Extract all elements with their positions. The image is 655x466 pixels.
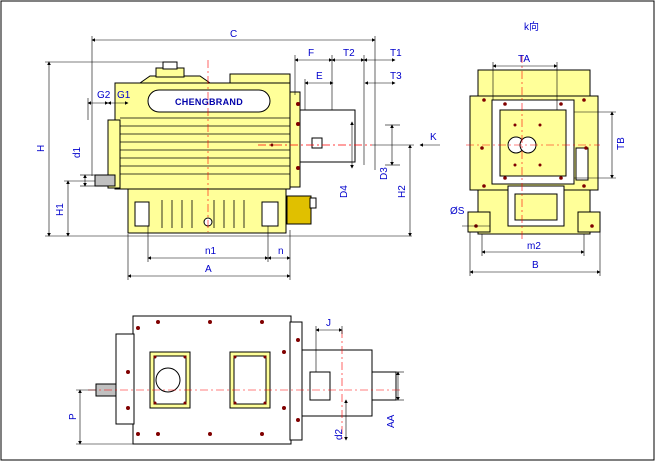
dim-AA: AA <box>386 414 397 428</box>
dim-T2: T2 <box>343 48 355 59</box>
dim-G1: G1 <box>117 90 131 101</box>
nameplate <box>147 89 271 113</box>
dim-G2: G2 <box>97 90 111 101</box>
dim-phiS: ØS <box>450 206 465 217</box>
dim-n1: n1 <box>205 246 217 257</box>
dim-E: E <box>316 71 323 82</box>
dim-H1: H1 <box>55 203 66 216</box>
dim-C: C <box>230 29 237 40</box>
front-dimensions <box>45 36 440 280</box>
side-view <box>466 55 601 240</box>
top-dimension-labels: J P d2 AA <box>68 318 397 440</box>
front-view: CHENGBRAND <box>94 60 372 234</box>
dim-H: H <box>36 145 47 152</box>
dim-D4: D4 <box>339 185 350 198</box>
dim-H2: H2 <box>397 185 408 198</box>
brand-text: CHENGBRAND <box>175 97 243 107</box>
dim-P: P <box>68 413 79 420</box>
dim-TB: TB <box>616 137 627 150</box>
dim-m2: m2 <box>527 241 541 252</box>
shaft <box>94 174 116 187</box>
dim-n: n <box>278 246 284 257</box>
dim-T1: T1 <box>390 48 402 59</box>
side-dimension-labels: k向 TA TB ØS m2 B <box>450 20 627 271</box>
dim-TA: TA <box>518 54 530 65</box>
dim-A: A <box>205 264 212 275</box>
dim-d2: d2 <box>334 428 345 440</box>
dim-J: J <box>326 318 331 329</box>
top-dimensions <box>76 326 404 445</box>
dim-T3: T3 <box>390 71 402 82</box>
dim-F: F <box>308 48 314 59</box>
side-dimensions <box>462 62 616 276</box>
dim-B: B <box>532 260 539 271</box>
dim-d1: d1 <box>72 146 83 158</box>
dim-D3: D3 <box>379 167 390 180</box>
dim-K: K <box>430 132 437 143</box>
connector <box>286 195 312 225</box>
view-label: k向 <box>524 20 539 33</box>
front-dimension-labels: C F T2 T1 E T3 G2 G1 H d1 H1 D4 D3 H2 K … <box>36 29 437 275</box>
top-view <box>88 315 402 445</box>
